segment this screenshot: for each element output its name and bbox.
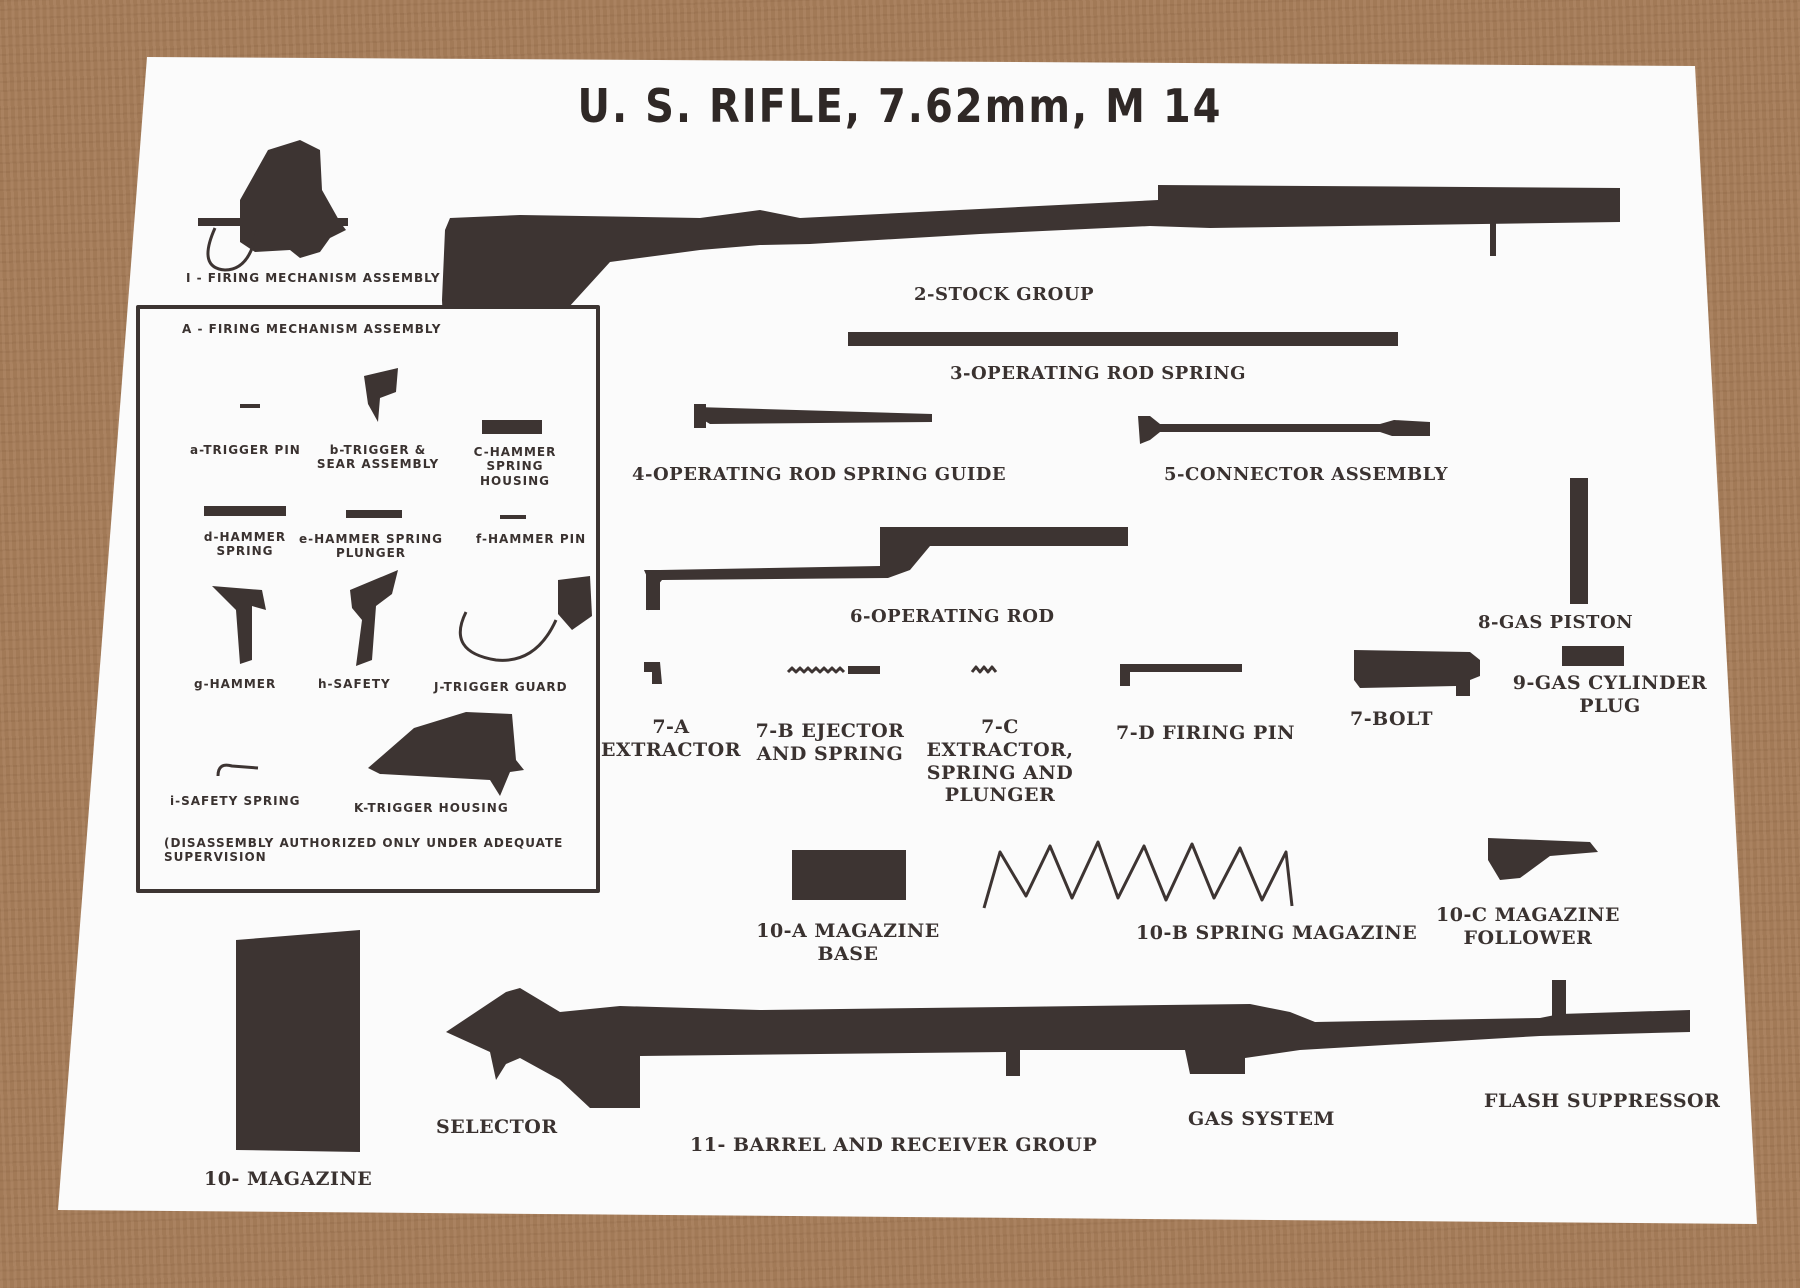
page-title: U. S. RIFLE, 7.62mm, M 14	[577, 80, 1223, 134]
gas-cylinder-plug-part	[1562, 646, 1624, 666]
label-hammer-spring: d-HAMMER SPRING	[203, 530, 287, 559]
trigger-pin-part	[240, 404, 260, 408]
label-barrel-and-receiver-group: 11- BARREL AND RECEIVER GROUP	[690, 1134, 1098, 1156]
label-hammer-pin: f-HAMMER PIN	[476, 532, 587, 546]
label-firing-pin: 7-D FIRING PIN	[1116, 722, 1296, 744]
magazine-part	[236, 930, 360, 1152]
safety-spring-part	[216, 763, 259, 777]
gas-piston-part	[1570, 478, 1588, 604]
operating-rod-part	[644, 527, 1128, 612]
inset-frame-notch	[426, 305, 610, 397]
trigger-housing-part	[368, 712, 524, 796]
label-selector: SELECTOR	[436, 1116, 558, 1138]
operating-rod-spring-guide-part	[694, 404, 932, 428]
magazine-spring-part	[982, 840, 1294, 909]
label-connector-assembly: 5-CONNECTOR ASSEMBLY	[1164, 464, 1449, 485]
label-trigger-and-sear: b-TRIGGER & SEAR ASSEMBLY	[316, 443, 440, 472]
extractor-part	[644, 662, 662, 684]
hammer-spring-housing-part	[482, 420, 542, 434]
label-hammer-spring-plunger: e-HAMMER SPRING PLUNGER	[299, 532, 443, 561]
firing-mechanism-assembly-part	[198, 140, 348, 272]
magazine-follower-part	[1488, 838, 1598, 880]
inset-header: A - FIRING MECHANISM ASSEMBLY	[182, 322, 442, 336]
label-trigger-pin: a-TRIGGER PIN	[190, 443, 301, 457]
label-ejector-and-spring: 7-B EJECTOR AND SPRING	[755, 720, 905, 765]
magazine-base-part	[792, 850, 906, 900]
label-trigger-guard: J-TRIGGER GUARD	[434, 680, 568, 694]
bolt-part	[1354, 650, 1480, 696]
safety-part	[350, 570, 398, 666]
hammer-spring-plunger-part	[346, 510, 402, 518]
label-stock-group: 2-STOCK GROUP	[914, 284, 1095, 305]
label-operating-rod-spring-guide: 4-OPERATING ROD SPRING GUIDE	[632, 464, 1007, 485]
label-hammer: g-HAMMER	[194, 677, 277, 691]
label-operating-rod-spring: 3-OPERATING ROD SPRING	[950, 363, 1247, 384]
label-safety: h-SAFETY	[318, 677, 391, 691]
inset-disassembly-note: (DISASSEMBLY AUTHORIZED ONLY UNDER ADEQU…	[164, 836, 564, 865]
label-safety-spring: i-SAFETY SPRING	[170, 794, 301, 808]
label-magazine-follower: 10-C MAGAZINE FOLLOWER	[1436, 904, 1620, 949]
label-extractor: 7-A EXTRACTOR	[601, 716, 741, 761]
label-extractor-spring-and-plunger: 7-C EXTRACTOR, SPRING AND PLUNGER	[926, 716, 1074, 807]
label-bolt: 7-BOLT	[1350, 708, 1434, 730]
label-gas-cylinder-plug: 9-GAS CYLINDER PLUG	[1512, 672, 1708, 717]
firing-pin-part	[1120, 664, 1242, 686]
trigger-and-sear-part	[364, 368, 398, 422]
label-gas-piston: 8-GAS PISTON	[1478, 612, 1634, 633]
label-trigger-housing: K-TRIGGER HOUSING	[354, 801, 509, 815]
hammer-part	[212, 586, 266, 664]
hammer-pin-part	[500, 515, 526, 519]
hammer-spring-part	[204, 506, 286, 516]
label-gas-system: GAS SYSTEM	[1188, 1108, 1335, 1130]
connector-assembly-part	[1138, 416, 1430, 444]
extractor-spring-and-plunger-part	[970, 665, 998, 674]
barrel-and-receiver-group-part	[446, 980, 1690, 1108]
label-flash-suppressor: FLASH SUPPRESSOR	[1484, 1090, 1721, 1112]
label-operating-rod: 6-OPERATING ROD	[850, 606, 1055, 627]
trigger-guard-part	[458, 576, 592, 662]
label-magazine: 10- MAGAZINE	[204, 1168, 373, 1190]
ejector-and-spring-part	[786, 666, 880, 674]
label-magazine-base: 10-A MAGAZINE BASE	[756, 920, 940, 965]
operating-rod-spring-part	[848, 332, 1398, 346]
label-hammer-spring-housing: C-HAMMER SPRING HOUSING	[473, 445, 557, 488]
label-firing-mechanism-assembly: I - FIRING MECHANISM ASSEMBLY	[186, 271, 441, 285]
label-spring-magazine: 10-B SPRING MAGAZINE	[1136, 922, 1418, 944]
